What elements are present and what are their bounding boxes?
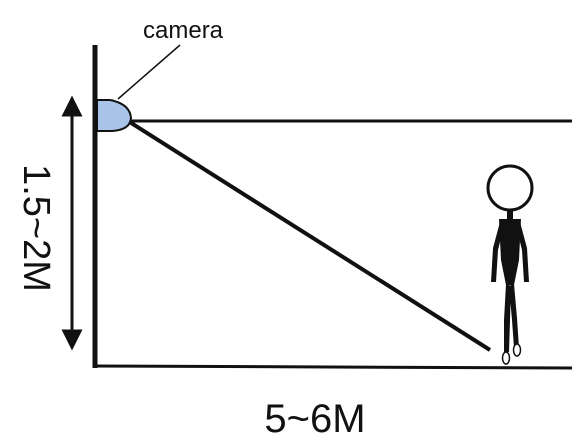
distance-label: 5~6M [264, 397, 365, 441]
camera-sight-line [126, 119, 492, 352]
camera-label: camera [143, 17, 224, 44]
camera-icon [96, 99, 133, 132]
person-figure-icon [486, 164, 534, 365]
height-label: 1.5~2M [15, 164, 57, 292]
floor-line [92, 364, 573, 370]
camera-label-leader [117, 44, 181, 100]
